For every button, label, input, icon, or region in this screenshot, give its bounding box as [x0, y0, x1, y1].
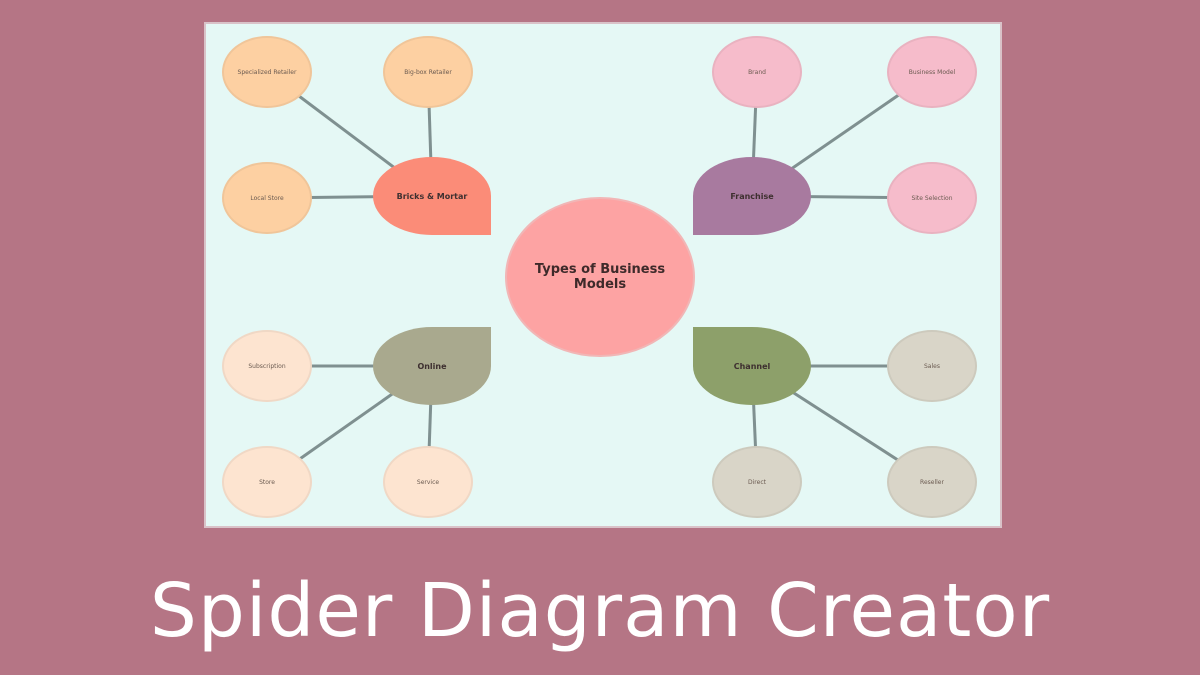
- leaf-node[interactable]: Reseller: [887, 446, 977, 518]
- leaf-node[interactable]: Local Store: [222, 162, 312, 234]
- leaf-node[interactable]: Specialized Retailer: [222, 36, 312, 108]
- leaf-node[interactable]: Direct: [712, 446, 802, 518]
- leaf-node[interactable]: Business Model: [887, 36, 977, 108]
- leaf-node[interactable]: Subscription: [222, 330, 312, 402]
- leaf-node[interactable]: Site Selection: [887, 162, 977, 234]
- leaf-node[interactable]: Brand: [712, 36, 802, 108]
- leaf-node[interactable]: Big-box Retailer: [383, 36, 473, 108]
- branch-node[interactable]: Franchise: [693, 157, 811, 235]
- branch-node[interactable]: Bricks & Mortar: [373, 157, 491, 235]
- center-node[interactable]: Types of Business Models: [505, 197, 695, 357]
- leaf-node[interactable]: Service: [383, 446, 473, 518]
- page-title: Spider Diagram Creator: [149, 568, 1051, 654]
- branch-node[interactable]: Channel: [693, 327, 811, 405]
- leaf-node[interactable]: Store: [222, 446, 312, 518]
- leaf-node[interactable]: Sales: [887, 330, 977, 402]
- branch-node[interactable]: Online: [373, 327, 491, 405]
